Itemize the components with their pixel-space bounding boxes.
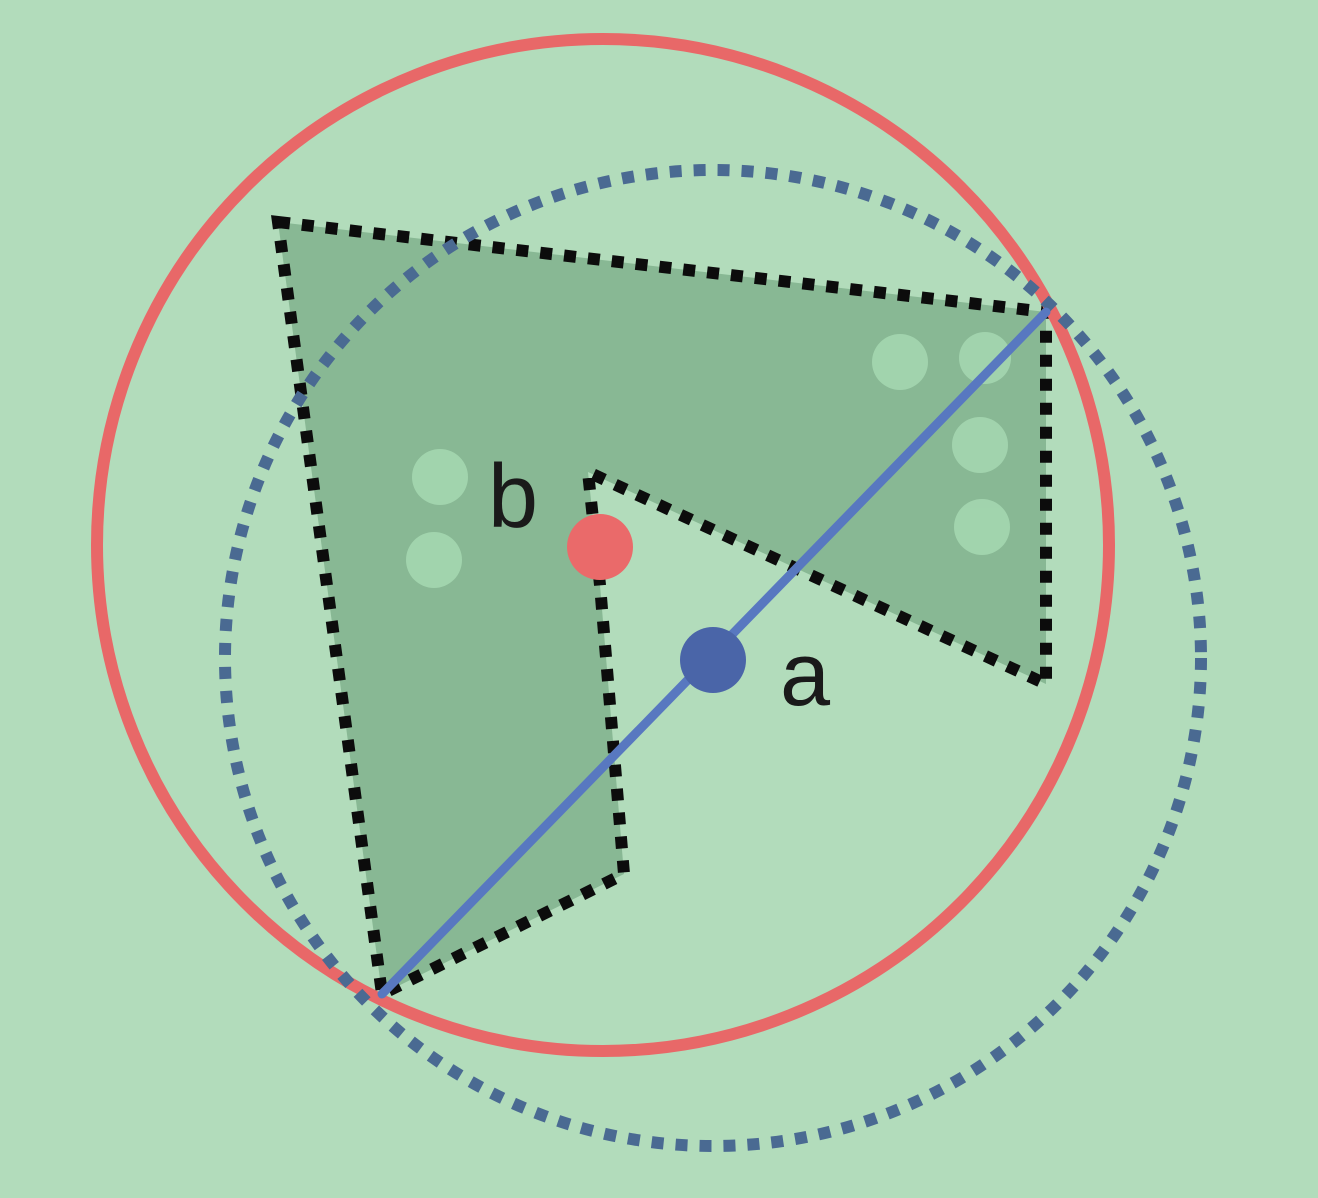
solid-circle [91,33,1115,1057]
speckle [406,532,462,588]
point-b-marker [567,514,633,580]
speckle [954,499,1010,555]
point-b-label: b [488,447,538,547]
speckle [959,332,1011,384]
speckle-group [406,332,1011,588]
speckle [952,417,1008,473]
point-a-label: a [780,625,831,725]
speckle [412,449,468,505]
dotted-circle [219,164,1207,1152]
speckle [872,334,928,390]
point-a-marker [680,627,746,693]
